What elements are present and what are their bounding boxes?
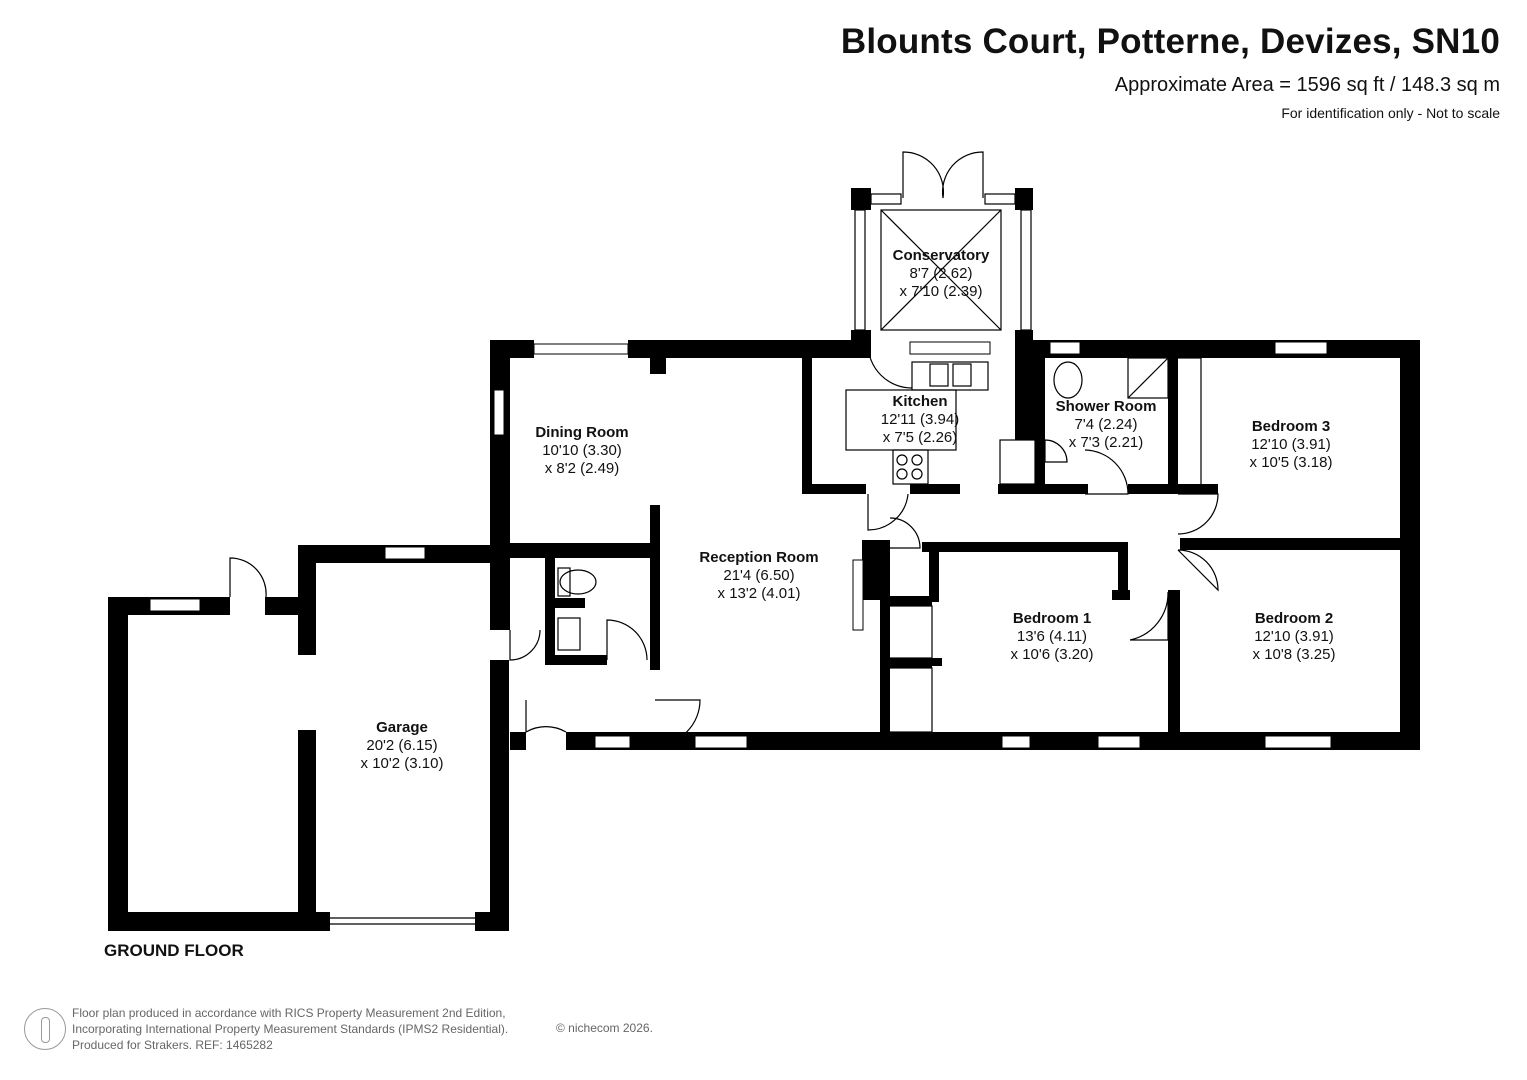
garage-dim2: x 10'2 (3.10) <box>361 755 444 772</box>
bedroom2-dim1: 12'10 (3.91) <box>1254 628 1334 645</box>
bedroom1-dim2: x 10'6 (3.20) <box>1011 646 1094 663</box>
bedroom2-label: Bedroom 2 <box>1255 610 1333 627</box>
footer-line3: Produced for Strakers. REF: 1465282 <box>72 1038 273 1052</box>
footer-line1: Floor plan produced in accordance with R… <box>72 1006 506 1020</box>
kitchen-dim2: x 7'5 (2.26) <box>883 429 958 446</box>
bedroom3-dim1: 12'10 (3.91) <box>1251 436 1331 453</box>
kitchen-label: Kitchen <box>892 393 947 410</box>
garage-dim1: 20'2 (6.15) <box>366 737 437 754</box>
bedroom2-dim2: x 10'8 (3.25) <box>1253 646 1336 663</box>
conservatory-label: Conservatory <box>893 247 990 264</box>
kitchen-dim1: 12'11 (3.94) <box>881 411 959 428</box>
garage-label: Garage <box>376 719 428 736</box>
reception-dim2: x 13'2 (4.01) <box>718 585 801 602</box>
conservatory-dim1: 8'7 (2.62) <box>910 265 973 282</box>
dining-label: Dining Room <box>535 424 628 441</box>
bedroom1-label: Bedroom 1 <box>1013 610 1091 627</box>
footer-line2: Incorporating International Property Mea… <box>72 1022 509 1036</box>
shower-dim2: x 7'3 (2.21) <box>1069 434 1144 451</box>
bedroom3-dim2: x 10'5 (3.18) <box>1250 454 1333 471</box>
approximate-area: Approximate Area = 1596 sq ft / 148.3 sq… <box>1114 74 1500 96</box>
dining-dim1: 10'10 (3.30) <box>542 442 622 459</box>
footer-text: Floor plan produced in accordance with R… <box>72 1005 508 1053</box>
house-walls <box>490 340 1420 750</box>
room-labels: Conservatory 8'7 (2.62) x 7'10 (2.39) Di… <box>361 247 1336 772</box>
floor-label: GROUND FLOOR <box>104 941 244 960</box>
windows <box>149 341 1332 749</box>
reception-label: Reception Room <box>699 549 818 566</box>
dining-dim2: x 8'2 (2.49) <box>545 460 620 477</box>
reception-dim1: 21'4 (6.50) <box>723 567 794 584</box>
shower-label: Shower Room <box>1056 398 1157 415</box>
bedroom3-label: Bedroom 3 <box>1252 418 1330 435</box>
conservatory-dim2: x 7'10 (2.39) <box>900 283 983 300</box>
property-title: Blounts Court, Potterne, Devizes, SN10 <box>840 22 1500 61</box>
shower-dim1: 7'4 (2.24) <box>1075 416 1138 433</box>
rics-logo-icon <box>24 1008 66 1050</box>
fixtures <box>509 343 1219 746</box>
bedroom1-dim1: 13'6 (4.11) <box>1017 628 1087 645</box>
copyright: © nichecom 2026. <box>556 1021 653 1035</box>
scale-note: For identification only - Not to scale <box>1281 105 1500 121</box>
